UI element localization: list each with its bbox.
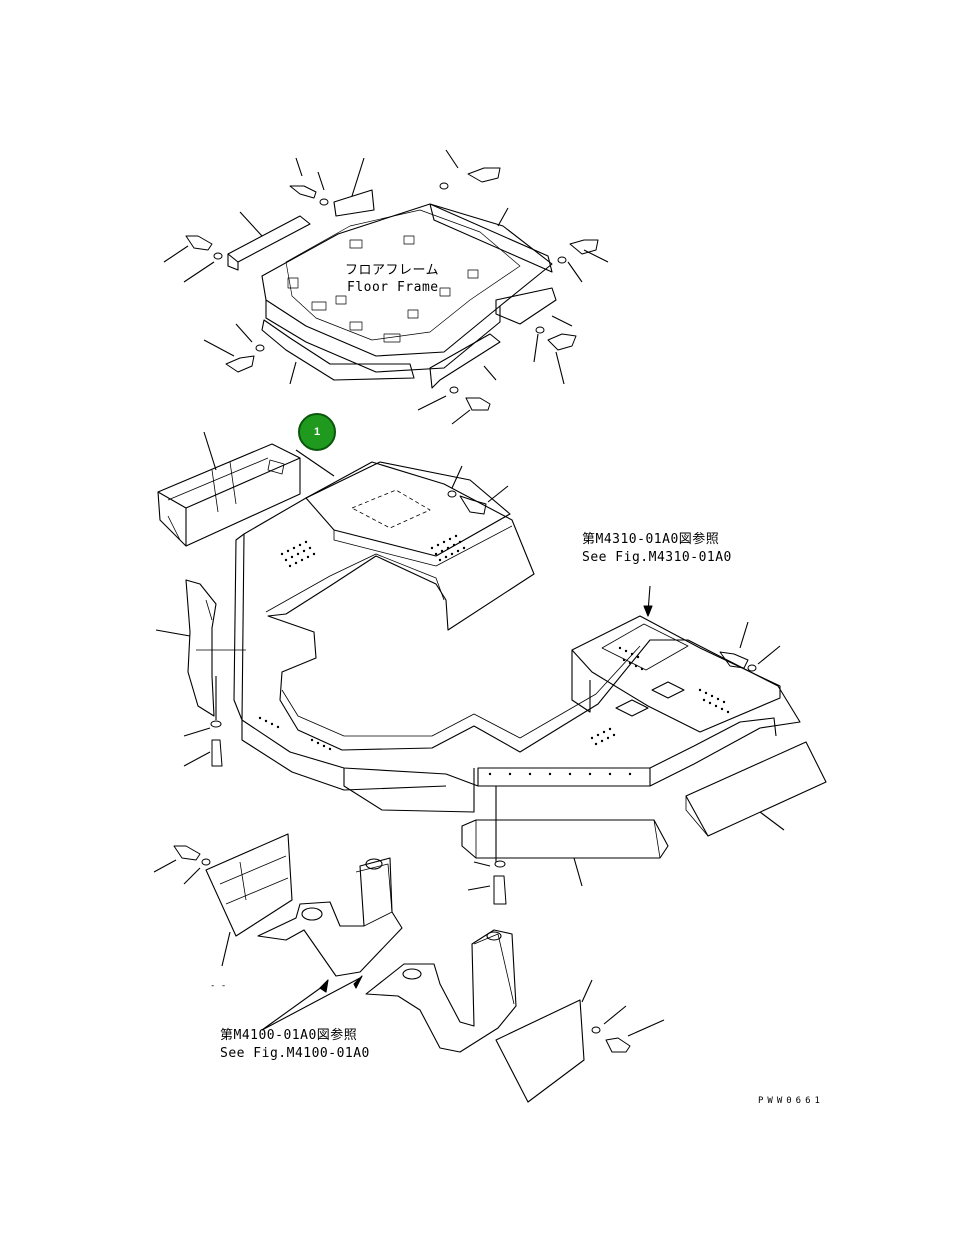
- reference-m4100-jp: 第M4100-01A0図参照: [220, 1028, 358, 1043]
- floor-frame-part: [163, 149, 609, 425]
- lower-support-part: [153, 833, 665, 1103]
- drawing-code: PWW0661: [758, 1096, 824, 1106]
- floor-frame-label-jp: フロアフレーム: [345, 263, 440, 278]
- callout-marker-1[interactable]: 1: [298, 413, 336, 451]
- revolving-frame-part: [155, 431, 827, 905]
- reference-m4100-en[interactable]: See Fig.M4100-01A0: [220, 1046, 370, 1061]
- reference-m4310-en[interactable]: See Fig.M4310-01A0: [582, 550, 732, 565]
- perforation-pattern: [258, 534, 730, 776]
- stray-mark: - -: [210, 981, 227, 991]
- floor-frame-label-en: Floor Frame: [347, 280, 439, 295]
- reference-m4310-jp: 第M4310-01A0図参照: [582, 532, 720, 547]
